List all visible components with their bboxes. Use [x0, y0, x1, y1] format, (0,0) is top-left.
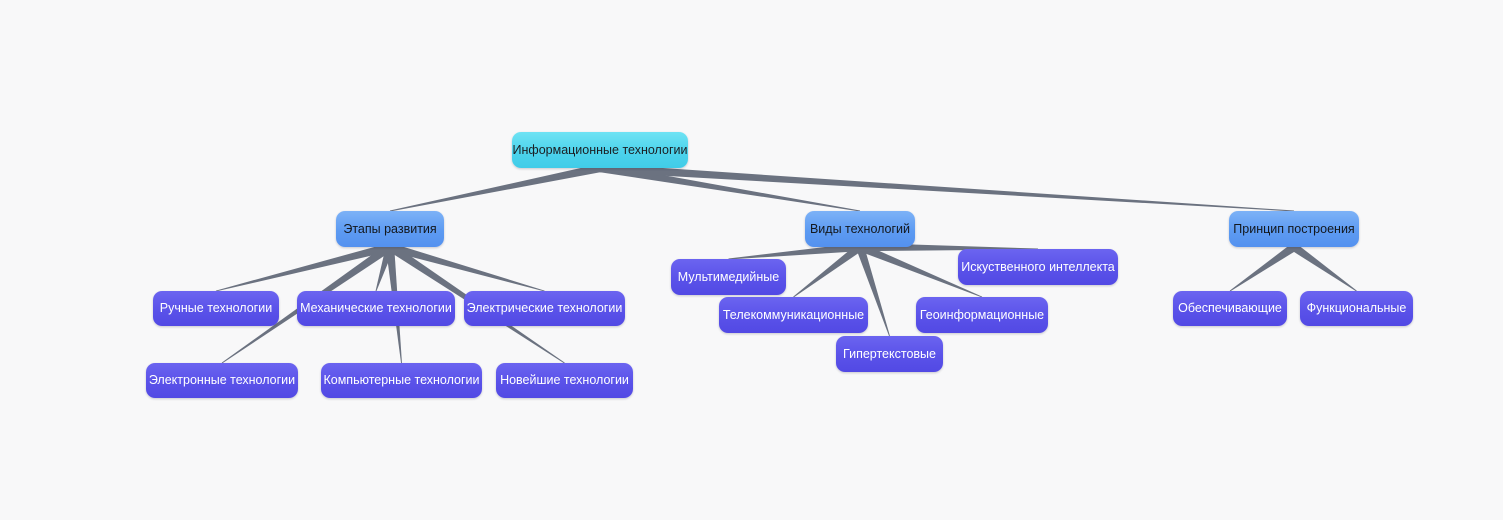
mindmap-edge-root-to-n1	[389, 163, 601, 212]
node-label: Информационные технологии	[512, 142, 688, 157]
mindmap-edge-n3-to-c1	[1229, 243, 1297, 292]
mindmap-edge-root-to-n2	[599, 163, 861, 212]
mindmap-node-a1[interactable]: Ручные технологии	[153, 291, 279, 326]
node-label: Искуственного интеллекта	[961, 259, 1115, 274]
node-label: Этапы развития	[343, 221, 437, 236]
node-label: Компьютерные технологии	[323, 373, 480, 388]
node-label: Мультимедийные	[677, 269, 780, 284]
mindmap-node-b1[interactable]: Мультимедийные	[671, 259, 786, 295]
node-label: Новейшие технологии	[500, 373, 629, 388]
mindmap-node-n2[interactable]: Виды технологий	[805, 211, 915, 247]
mindmap-node-c2[interactable]: Функциональные	[1300, 291, 1413, 326]
node-label: Гипертекстовые	[843, 346, 936, 361]
mindmap-node-n1[interactable]: Этапы развития	[336, 211, 444, 247]
node-label: Электрические технологии	[466, 301, 623, 316]
node-label: Электронные технологии	[148, 373, 296, 388]
mindmap-node-b4[interactable]: Геоинформационные	[916, 297, 1048, 333]
node-label: Виды технологий	[809, 221, 911, 236]
mindmap-node-b2[interactable]: Телекоммуникационные	[719, 297, 868, 333]
mindmap-edge-root-to-n3	[599, 163, 1295, 212]
mindmap-node-a4[interactable]: Электронные технологии	[146, 363, 298, 398]
mindmap-node-a6[interactable]: Новейшие технологии	[496, 363, 633, 398]
mindmap-edge-n1-to-a2	[375, 245, 395, 292]
node-label: Геоинформационные	[919, 307, 1045, 322]
node-label: Обеспечивающие	[1178, 301, 1282, 316]
mindmap-node-a5[interactable]: Компьютерные технологии	[321, 363, 482, 398]
mindmap-edge-n1-to-a1	[215, 242, 392, 292]
mindmap-node-a3[interactable]: Электрические технологии	[464, 291, 625, 326]
node-label: Ручные технологии	[159, 301, 273, 316]
mindmap-node-n3[interactable]: Принцип построения	[1229, 211, 1359, 247]
node-label: Функциональные	[1306, 301, 1407, 316]
mindmap-node-a2[interactable]: Механические технологии	[297, 291, 455, 326]
node-label: Принцип построения	[1233, 221, 1355, 236]
mindmap-node-b5[interactable]: Искуственного интеллекта	[958, 249, 1118, 285]
mindmap-edge-n2-to-b2	[793, 243, 863, 298]
mindmap-edge-n1-to-a3	[388, 242, 545, 292]
mindmap-node-c1[interactable]: Обеспечивающие	[1173, 291, 1287, 326]
mindmap-node-root[interactable]: Информационные технологии	[512, 132, 688, 168]
node-label: Механические технологии	[300, 301, 452, 316]
mindmap-node-b3[interactable]: Гипертекстовые	[836, 336, 943, 372]
node-label: Телекоммуникационные	[722, 307, 865, 322]
mindmap-edge-n3-to-c2	[1291, 243, 1357, 292]
